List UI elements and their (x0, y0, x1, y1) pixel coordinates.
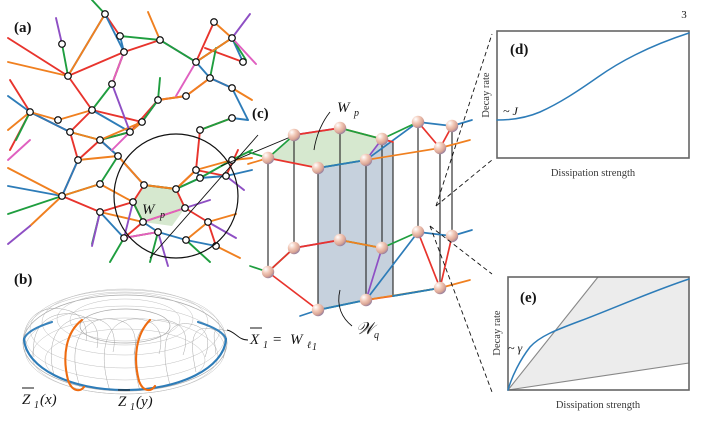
panel-e-curve (507, 278, 690, 391)
panel-d-xlabel: Dissipation strength (551, 168, 636, 179)
plaquette-highlight-fill (133, 185, 185, 226)
panel-b-label: (b) (14, 272, 32, 288)
svg-text:1: 1 (263, 340, 268, 351)
panel-d-frame (496, 30, 690, 159)
panel-c: (c) (247, 100, 473, 341)
panel-d-ylabel: Decay rate (481, 72, 492, 118)
panel-d-label: (d) (510, 42, 528, 58)
plaquette-label-a: W p (142, 202, 165, 221)
svg-text:1: 1 (130, 402, 135, 413)
panel-e-xlabel: Dissipation strength (556, 400, 641, 411)
svg-text:Z: Z (118, 394, 127, 410)
prism-bottom-edges (249, 229, 473, 317)
svg-text:p: p (159, 210, 165, 221)
svg-text:1: 1 (312, 342, 317, 353)
svg-text:p: p (353, 108, 359, 119)
label-logical-x: X 1 = W ℓ 1 (249, 327, 317, 353)
panel-e-ylabel: Decay rate (492, 310, 503, 356)
panel-e: (e) ~ γ Dissipation strength Decay rate (492, 276, 690, 411)
svg-text:W: W (142, 202, 156, 218)
panel-c-label: (c) (252, 106, 269, 122)
graph-vertices (26, 10, 247, 250)
svg-text:W: W (290, 332, 304, 348)
logical-z-x-loop (64, 318, 86, 392)
label-wq: 𝒲 q (356, 319, 379, 341)
svg-text:(y): (y) (136, 394, 153, 410)
leader-to-panel-e (429, 225, 493, 393)
leader-to-panel-d (435, 33, 493, 207)
panel-e-label: (e) (520, 290, 537, 306)
panel-a-label: (a) (14, 20, 32, 36)
leader-wq (338, 289, 353, 327)
panel-b: (b) (14, 272, 317, 413)
logical-z-y-loop (135, 318, 157, 392)
panel-e-frame (507, 276, 690, 391)
prism-nodes (261, 115, 459, 317)
svg-text:(x): (x) (40, 392, 57, 408)
magnifier-circle (113, 133, 239, 259)
svg-text:W: W (337, 100, 351, 116)
logical-x-loop-back-left (22, 320, 54, 341)
leader-b-to-c (149, 134, 259, 259)
svg-text:X: X (249, 332, 260, 348)
page-number: 3 (681, 9, 687, 21)
vertical-face-fill (318, 142, 393, 310)
logical-x-loop-back-right (196, 320, 228, 341)
label-logical-z-y: Z 1 (y) (118, 389, 153, 413)
panel-d-curve (496, 32, 690, 121)
svg-text:𝒲: 𝒲 (356, 319, 378, 338)
label-wp: W p (337, 100, 359, 119)
panel-a: W p (a) (7, 0, 257, 267)
svg-text:Z: Z (22, 392, 31, 408)
svg-text:1: 1 (34, 400, 39, 411)
leader-a-to-c (220, 132, 301, 167)
panel-e-annotation: ~ γ (508, 341, 522, 355)
torus-hole (79, 308, 171, 344)
svg-text:ℓ: ℓ (307, 340, 311, 351)
panel-e-cone-fill (508, 277, 689, 390)
prism-vertical-edges (267, 122, 453, 310)
leader-wp (313, 111, 331, 151)
svg-text:q: q (374, 330, 379, 341)
panel-e-cone-upper (507, 276, 599, 391)
graph-edges (7, 0, 257, 267)
panel-d-annotation: ~ J (503, 104, 518, 118)
svg-text:=: = (272, 332, 282, 348)
label-logical-z-x: Z 1 (x) (22, 387, 57, 411)
panel-d: (d) ~ J Dissipation strength Decay rate (481, 30, 690, 179)
panel-e-cone-lower (507, 362, 690, 391)
leader-x1-label (226, 329, 249, 341)
